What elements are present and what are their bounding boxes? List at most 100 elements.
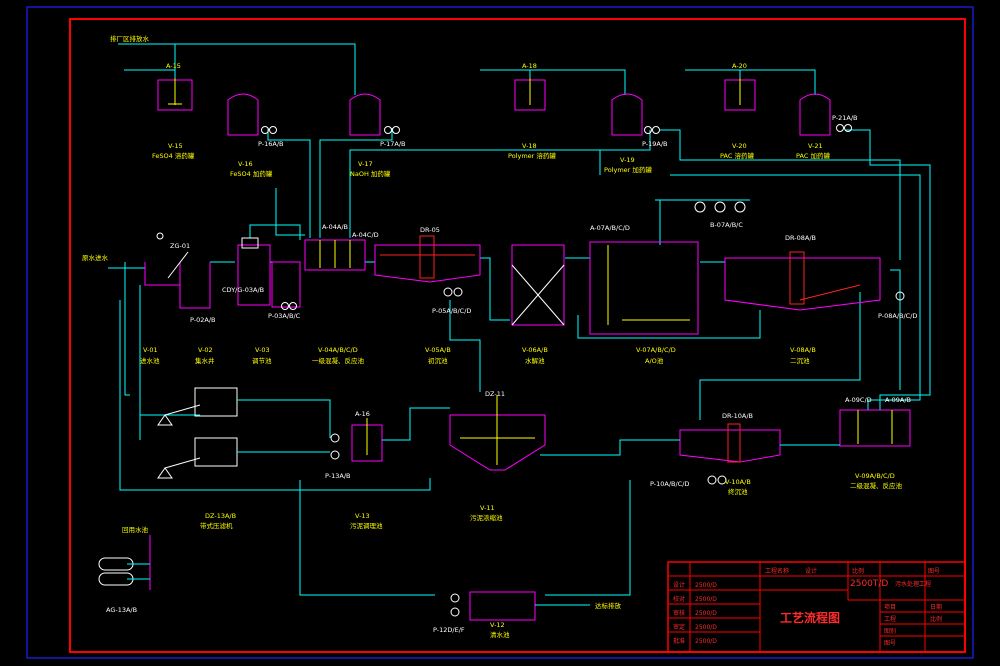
tag-v19: V-19 — [620, 156, 635, 164]
tag-v09: V-09A/B/C/D — [855, 472, 895, 480]
label-p08: P-08A/B/C/D — [878, 312, 917, 320]
name-v11: 污泥浓缩池 — [470, 513, 503, 522]
dosing-tank-v17 — [349, 93, 381, 136]
final-clarifier-v10 — [679, 423, 781, 485]
label-a09b: A-09A/B — [885, 396, 911, 404]
name-v15: FeSO4 溶药罐 — [152, 151, 195, 160]
tb-head-2: 比例 — [852, 567, 864, 575]
name-v08: 二沉池 — [790, 356, 810, 365]
label-p02: P-02A/B — [190, 316, 216, 324]
name-v02: 集水井 — [195, 356, 215, 365]
tb-head-1: 设计 — [805, 567, 817, 575]
dosing-tank-v16 — [227, 93, 259, 136]
name-v07: A/O池 — [645, 356, 664, 365]
tb-left-0: 设计 — [673, 581, 685, 589]
capacity-suffix: 污水处理工程 — [895, 580, 931, 588]
drawing-title: 工艺流程图 — [780, 610, 840, 625]
dissolving-tank-a15 — [157, 78, 193, 111]
tag-v07: V-07A/B/C/D — [636, 346, 676, 354]
label-a15: A-15 — [166, 62, 181, 70]
label-p17: P-17A/B — [380, 140, 406, 148]
label-p19: P-19A/B — [642, 140, 668, 148]
tb-left-3: 审定 — [673, 623, 685, 631]
tag-dz: DZ-13A/B — [205, 512, 236, 520]
sludge-conditioning-v13 — [330, 418, 383, 462]
name-v12: 清水池 — [490, 630, 510, 639]
label-a09: A-09C/D — [845, 396, 872, 404]
clear-water-tank-v12 — [450, 591, 536, 621]
tb-right-3: 图号 — [884, 640, 896, 647]
label-ag: AG-13A/B — [106, 606, 137, 614]
tag-v20: V-20 — [732, 142, 747, 150]
label-a16b: A-16 — [355, 410, 370, 418]
name-v05: 初沉池 — [428, 356, 448, 365]
top-dosing-lines — [118, 43, 931, 410]
tag-v10: V-10A/B — [725, 478, 751, 486]
main-process-lines — [108, 199, 901, 491]
label-dr08: DR-08A/B — [785, 234, 816, 242]
label-dr10: DR-10A/B — [722, 412, 753, 420]
label-a20: A-20 — [732, 62, 747, 70]
tag-v01: V-01 — [143, 346, 158, 354]
stream-reuse: 回用水池 — [122, 525, 149, 534]
label-p12: P-12D/E/F — [433, 626, 465, 634]
label-p16: P-16A/B — [258, 140, 284, 148]
tag-v08: V-08A/B — [790, 346, 816, 354]
inner-frame — [69, 18, 966, 653]
tb-mid-4: 2500/D — [695, 638, 717, 645]
sludge-lines — [237, 399, 840, 606]
label-b07: B-07A/B/C — [710, 221, 743, 229]
label-a04: A-04A/B — [322, 223, 348, 231]
name-v04: 一级混凝、反应池 — [312, 356, 365, 365]
name-v17: NaOH 加药罐 — [350, 169, 391, 178]
stream-outlet: 达标排放 — [595, 601, 622, 610]
tb-mid-0: 2500/D — [695, 582, 717, 589]
tag-v06: V-06A/B — [522, 346, 548, 354]
primary-clarifier-v05 — [374, 235, 481, 297]
name-v19: Polymer 加药罐 — [604, 165, 652, 174]
regulating-tank-v03 — [271, 261, 301, 310]
label-p10: P-10A/B/C/D — [650, 480, 689, 488]
title-block — [667, 561, 966, 653]
stream-waste-in: 排厂区排放水 — [110, 34, 150, 43]
tag-v04: V-04A/B/C/D — [318, 346, 358, 354]
outer-frame — [26, 6, 974, 659]
dosing-pumps-top — [261, 124, 852, 134]
tb-left-4: 批准 — [673, 637, 685, 645]
tb-right-0: 项目 — [884, 604, 896, 611]
tb-left-1: 校对 — [673, 595, 685, 603]
tb-mid-2: 2500/D — [695, 610, 717, 617]
tag-v02: V-02 — [198, 346, 213, 354]
dissolving-tank-a18 — [514, 78, 546, 111]
name-v20: PAC 溶药罐 — [720, 151, 754, 160]
name-v03: 调节池 — [252, 356, 272, 365]
tb-right-2: 图别 — [884, 627, 896, 635]
tb-head-3: 图号 — [928, 568, 940, 575]
tb-right-4: 日期 — [930, 603, 942, 611]
tb-right-1: 工程 — [884, 615, 896, 623]
coagulation-tank-v09 — [839, 409, 911, 447]
tag-v21: V-21 — [808, 142, 823, 150]
belt-press-units — [157, 387, 238, 479]
name-v10: 终沉池 — [728, 487, 748, 496]
name-v01: 进水池 — [140, 356, 160, 365]
tag-v15: V-15 — [168, 142, 183, 150]
tb-left-2: 审核 — [673, 609, 685, 617]
label-p21: P-21A/B — [832, 114, 858, 122]
name-v06: 水解池 — [525, 356, 545, 365]
label-p03: P-03A/B/C — [268, 312, 301, 320]
label-a04c: A-04C/D — [352, 231, 379, 239]
name-v13: 污泥调理池 — [350, 521, 383, 530]
secondary-clarifier-v08 — [724, 251, 905, 311]
tag-v03: V-03 — [255, 346, 270, 354]
tag-v18: V-18 — [522, 142, 537, 150]
name-v18: Polymer 溶药罐 — [508, 151, 556, 160]
tag-v13: V-13 — [355, 512, 370, 520]
tb-head-0: 工程名称 — [765, 567, 789, 575]
tb-mid-1: 2500/D — [695, 596, 717, 603]
ao-tank-v07 — [589, 201, 746, 335]
flotation-unit-cdy — [237, 237, 271, 306]
hydrolysis-tank-v06 — [511, 244, 565, 326]
label-a07: A-07A/B/C/D — [590, 224, 630, 232]
